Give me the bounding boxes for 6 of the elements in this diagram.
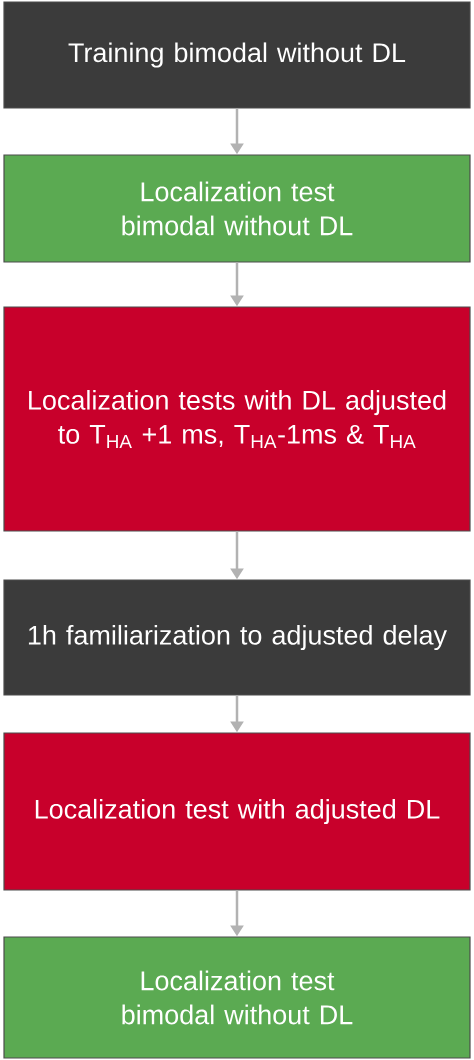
process-box: Localization test with adjusted DL [3,732,471,891]
process-box: Training bimodal without DL [3,1,471,109]
process-box: 1h familiarization to adjusted delay [3,579,471,696]
process-box: Localization test bimodal without DL [3,154,471,263]
process-box: Localization tests with DL adjusted to T$_{HA}$ +1 ms, T$_{HA}$-1ms & T$_{HA}$ [3,306,471,532]
process-box: Localization test bimodal without DL [3,936,471,1059]
